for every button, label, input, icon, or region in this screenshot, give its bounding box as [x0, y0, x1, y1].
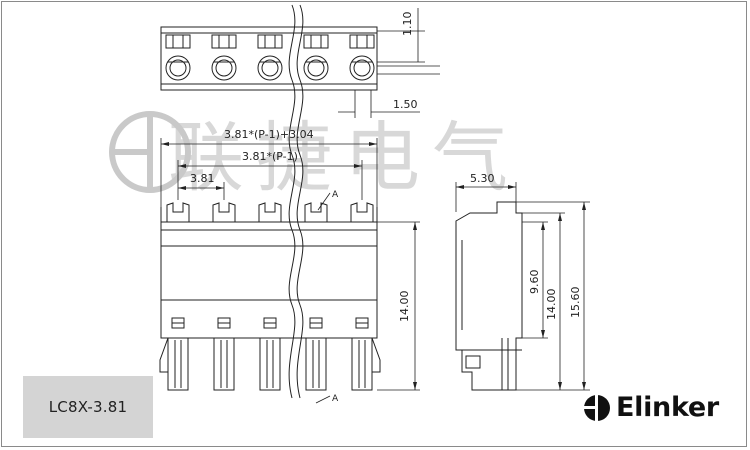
- side-view-dimensions: [455, 182, 590, 391]
- dim-side-height-b: 14.00: [545, 289, 558, 321]
- dim-overall-length: 3.81*(P-1)+3.04: [224, 128, 314, 141]
- front-pin-1: [167, 338, 189, 391]
- front-pin-right-bevel: [371, 337, 381, 373]
- front-clip-5: [350, 202, 374, 222]
- front-pin-2: [213, 338, 235, 391]
- dim-pin-slot-width: 1.50: [393, 98, 418, 111]
- top-pin-2: [211, 34, 237, 81]
- dim-pin-slot-height: 1.10: [401, 12, 414, 37]
- section-mark-bottom: A: [332, 394, 339, 404]
- dim-front-height: 14.00: [398, 291, 411, 323]
- model-label: LC8X-3.81: [48, 398, 128, 416]
- dim-side-height-total: 15.60: [569, 287, 582, 319]
- break-lines: [288, 4, 304, 399]
- dimension-arrows: [161, 142, 417, 390]
- front-pin-5: [351, 338, 373, 391]
- top-pin-3: [257, 34, 283, 81]
- elinker-logo-icon: [584, 394, 610, 421]
- front-pin-3: [259, 338, 281, 391]
- top-pin-5: [349, 34, 375, 81]
- dim-pitch: 3.81: [190, 172, 215, 185]
- top-pin-1: [165, 34, 191, 81]
- model-label-box: LC8X-3.81: [23, 376, 153, 438]
- dim-side-height-a: 9.60: [528, 270, 541, 295]
- front-clip-3: [258, 202, 282, 222]
- brand-name: Elinker: [616, 392, 719, 423]
- watermark-logo-icon: [109, 111, 191, 193]
- top-view: [160, 26, 378, 91]
- front-pin-left-bevel: [159, 337, 169, 373]
- section-mark-top: A: [332, 190, 339, 200]
- dim-side-width: 5.30: [470, 172, 495, 185]
- front-pin-4: [305, 338, 327, 391]
- side-view: [455, 201, 523, 391]
- front-clip-2: [212, 202, 236, 222]
- front-view: [159, 202, 381, 391]
- top-pin-4: [303, 34, 329, 81]
- dim-pitch-span: 3.81*(P-1): [242, 150, 298, 163]
- front-clip-1: [166, 202, 190, 222]
- brand-logo: Elinker: [582, 392, 719, 423]
- front-clip-4: [304, 202, 328, 222]
- watermark-text: 联捷电气: [168, 113, 520, 202]
- top-view-dimensions: [338, 8, 440, 118]
- side-dimension-arrows: [456, 185, 586, 390]
